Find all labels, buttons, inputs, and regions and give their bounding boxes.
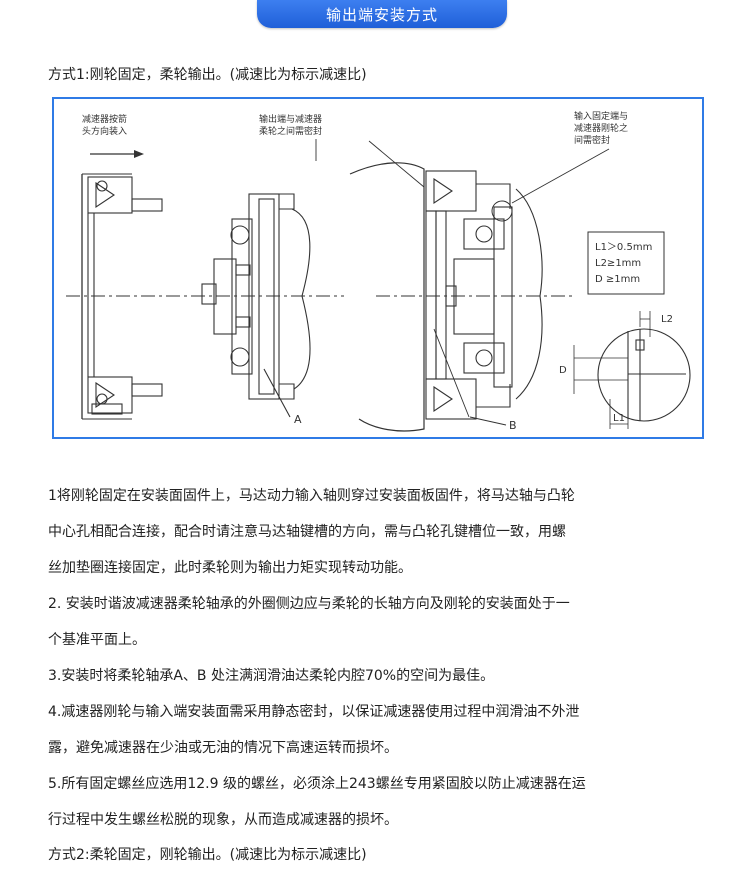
instruction-list: 1将刚轮固定在安装面固件上，马达动力输入轴则穿过安装面板固件，将马达轴与凸轮 中…	[48, 478, 708, 838]
section-header: 输出端安装方式	[257, 0, 507, 28]
instruction-3: 3.安装时将柔轮轴承A、B 处注满润滑油达柔轮内腔70%的空间为最佳。	[48, 658, 708, 694]
instruction-4-line-2: 露，避免减速器在少油或无油的情况下高速运转而损坏。	[48, 740, 398, 756]
instruction-2-line-1: 2. 安装时谐波减速器柔轮轴承的外圈侧边应与柔轮的长轴方向及刚轮的安装面处于一	[48, 596, 570, 612]
marker-b: B	[509, 419, 517, 432]
label-left-1: 减速器按箭	[82, 113, 127, 125]
label-mid-2: 柔轮之间需密封	[259, 125, 322, 137]
instruction-3-line-1: 3.安装时将柔轮轴承A、B 处注满润滑油达柔轮内腔70%的空间为最佳。	[48, 668, 495, 684]
instruction-1: 1将刚轮固定在安装面固件上，马达动力输入轴则穿过安装面板固件，将马达轴与凸轮 中…	[48, 478, 708, 586]
spec-line-3: D ≥1mm	[595, 274, 640, 285]
dim-l2: L2	[661, 314, 673, 325]
instruction-2-line-2: 个基准平面上。	[48, 632, 146, 648]
instruction-5-line-1: 5.所有固定螺丝应选用12.9 级的螺丝，必须涂上243螺丝专用紧固胶以防止减速…	[48, 776, 586, 792]
spec-line-1: L1＞0.5mm	[595, 242, 652, 253]
marker-a: A	[294, 413, 302, 426]
instruction-2: 2. 安装时谐波减速器柔轮轴承的外圈侧边应与柔轮的长轴方向及刚轮的安装面处于一 …	[48, 586, 708, 658]
instruction-1-line-1: 1将刚轮固定在安装面固件上，马达动力输入轴则穿过安装面板固件，将马达轴与凸轮	[48, 488, 575, 504]
label-left-2: 头方向装入	[82, 125, 127, 137]
dim-l1: L1	[613, 413, 625, 424]
section-title: 输出端安装方式	[325, 5, 438, 24]
method-1-title: 方式1:刚轮固定，柔轮输出。(减速比为标示减速比)	[48, 67, 367, 83]
installation-diagram: 减速器按箭 头方向装入	[52, 97, 704, 439]
instruction-4-line-1: 4.减速器刚轮与输入端安装面需采用静态密封，以保证减速器使用过程中润滑油不外泄	[48, 704, 580, 720]
instruction-5: 5.所有固定螺丝应选用12.9 级的螺丝，必须涂上243螺丝专用紧固胶以防止减速…	[48, 766, 708, 838]
label-mid-1: 输出端与减速器	[259, 113, 322, 125]
method-2-title: 方式2:柔轮固定，刚轮输出。(减速比为标示减速比)	[48, 847, 367, 863]
diagram-drawing: 减速器按箭 头方向装入	[66, 110, 691, 432]
label-right-1: 输入固定端与	[574, 110, 628, 122]
instruction-1-line-2: 中心孔相配合连接，配合时请注意马达轴键槽的方向，需与凸轮孔键槽位一致，用螺	[48, 524, 566, 540]
spec-line-2: L2≥1mm	[595, 258, 641, 269]
instruction-5-line-2: 行过程中发生螺丝松脱的现象，从而造成减速器的损坏。	[48, 812, 398, 828]
instruction-4: 4.减速器刚轮与输入端安装面需采用静态密封，以保证减速器使用过程中润滑油不外泄 …	[48, 694, 708, 766]
label-right-2: 减速器刚轮之	[574, 122, 628, 134]
dim-d: D	[559, 365, 567, 376]
label-right-3: 间需密封	[574, 134, 610, 146]
instruction-1-line-3: 丝加垫圈连接固定，此时柔轮则为输出力矩实现转动功能。	[48, 560, 412, 576]
